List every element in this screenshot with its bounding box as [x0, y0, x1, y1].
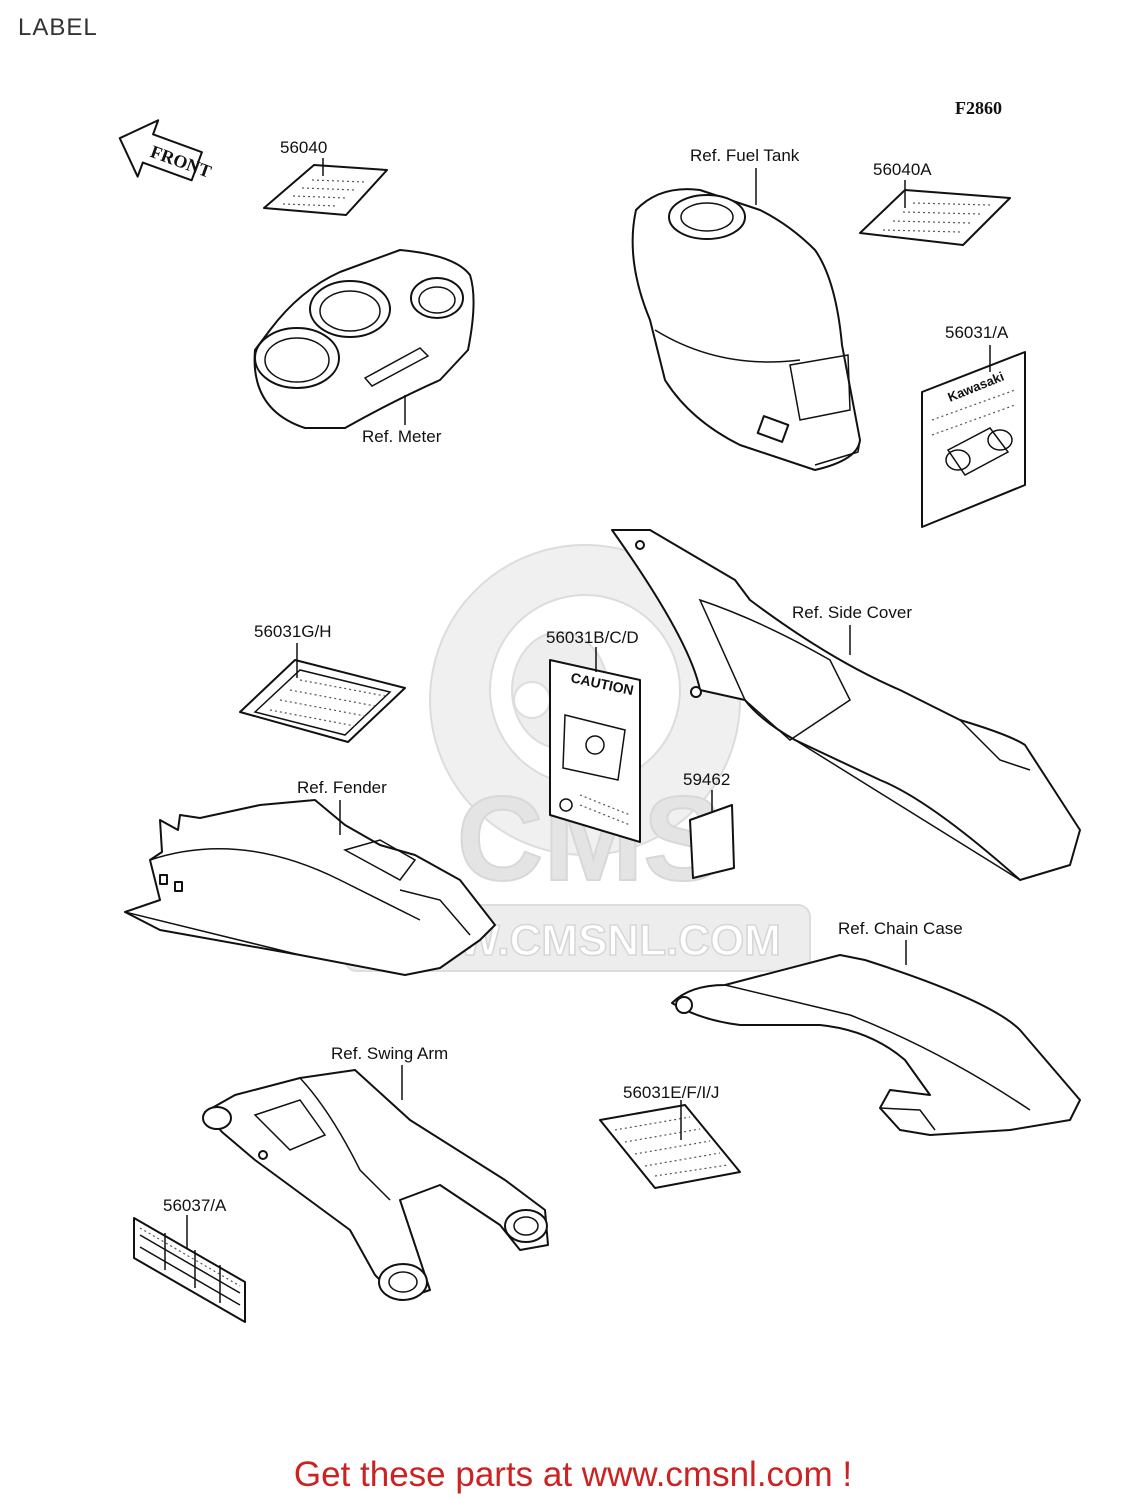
figure-code: F2860 [955, 98, 1002, 118]
label-56031bcd-sticker: CAUTION [549, 647, 641, 843]
label-ref-side-cover: Ref. Side Cover [792, 603, 912, 622]
watermark-brand: CMS [457, 772, 724, 906]
label-56031a: 56031/A [945, 323, 1009, 342]
swing-arm [202, 1065, 549, 1301]
label-56031gh-sticker [239, 643, 406, 743]
front-arrow: FRONT [118, 119, 214, 182]
label-59462-sticker [689, 790, 735, 879]
label-56037a-sticker [133, 1215, 246, 1323]
label-56040a: 56040A [873, 160, 932, 179]
rear-fender [124, 799, 496, 976]
label-ref-swing-arm: Ref. Swing Arm [331, 1044, 449, 1063]
label-ref-chain-case: Ref. Chain Case [838, 919, 963, 938]
fuel-tank [631, 168, 861, 471]
label-56040a-sticker [859, 180, 1011, 246]
label-56031efij-sticker [599, 1100, 741, 1189]
chain-case [671, 940, 1081, 1136]
label-56040-sticker [263, 158, 388, 216]
label-ref-meter: Ref. Meter [362, 427, 442, 446]
label-56031efij: 56031E/F/I/J [623, 1083, 720, 1102]
label-ref-fender: Ref. Fender [297, 778, 387, 797]
label-56040: 56040 [280, 138, 328, 157]
label-59462: 59462 [683, 770, 731, 789]
meter-housing [253, 249, 475, 429]
promo-link[interactable]: Get these parts at www.cmsnl.com ! [293, 1455, 853, 1494]
label-56031bcd: 56031B/C/D [546, 628, 639, 647]
label-56037a: 56037/A [163, 1196, 227, 1215]
label-56031a-sticker: Kawasaki [921, 345, 1026, 528]
page-title: LABEL [18, 14, 98, 41]
side-cover [611, 529, 1081, 881]
label-ref-fuel-tank: Ref. Fuel Tank [690, 146, 800, 165]
label-56031gh: 56031G/H [254, 622, 332, 641]
